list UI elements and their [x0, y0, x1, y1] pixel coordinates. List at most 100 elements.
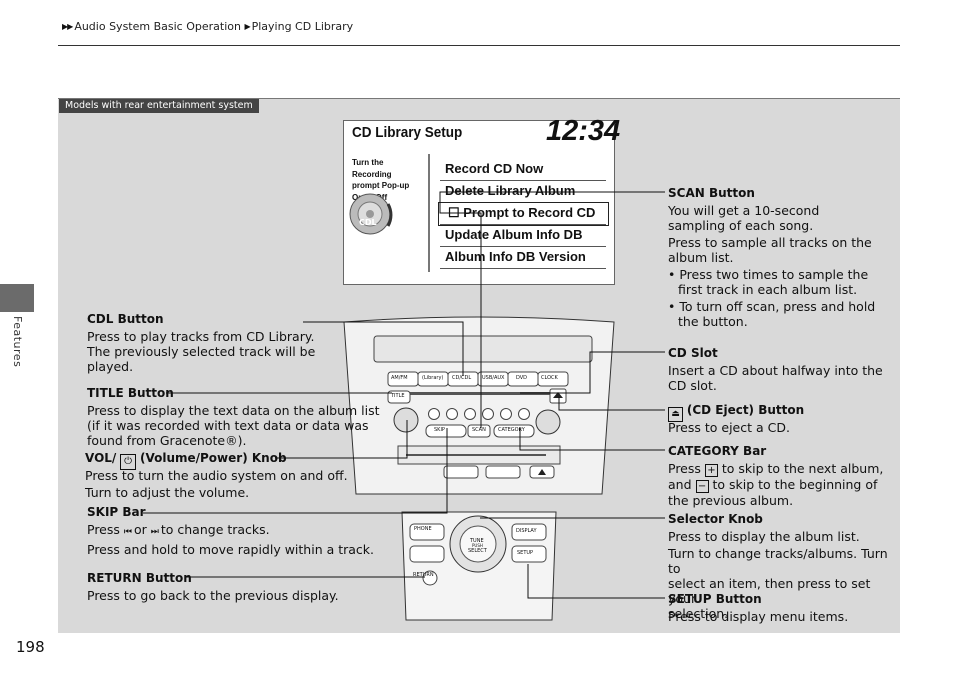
cdl-disc-icon — [349, 193, 393, 235]
chapter-label: Features — [11, 316, 24, 368]
library-label[interactable]: (Library) — [422, 375, 444, 381]
callout-title-body: Press to display the text data on the al… — [87, 403, 387, 448]
breadcrumb: ▶▶Audio System Basic Operation ▶Playing … — [62, 20, 353, 33]
menu-item-prompt[interactable]: ☐ Prompt to Record CD — [448, 205, 596, 220]
callout-text: Press + to skip to the next album, — [668, 461, 898, 477]
callout-text: Press ⏮ or ⏭ to change tracks. — [87, 522, 387, 540]
menu-selection-highlight — [438, 202, 609, 226]
menu-separator — [440, 224, 606, 225]
menu-separator — [440, 246, 606, 247]
callout-text: Press and hold to move rapidly within a … — [87, 542, 375, 557]
callout-skip-body: Press ⏮ or ⏭ to change tracks. Press and… — [87, 522, 387, 557]
bullet-line: • Press two times to sample the — [668, 267, 869, 282]
callout-text: Press to eject a CD. — [668, 420, 790, 435]
callout-text: sampling of each song. — [668, 218, 814, 233]
callout-text: Press two times to sample the — [679, 267, 869, 282]
callout-return: RETURN Button — [87, 571, 192, 586]
callout-text: album list. — [668, 250, 734, 265]
callout-text: the previous album. — [668, 493, 794, 508]
callout-setup-body: Press to display menu items. — [668, 609, 893, 624]
callout-vol-title-a: VOL/ — [85, 451, 117, 465]
clock-label[interactable]: CLOCK — [541, 375, 558, 381]
breadcrumb-item[interactable]: Playing CD Library — [251, 20, 354, 33]
callout-text-part: to change tracks. — [160, 522, 270, 537]
callout-vol: VOL/ ⏻ (Volume/Power) Knob — [85, 451, 287, 470]
callout-text: Turn to change tracks/albums. Turn to — [668, 546, 888, 576]
callout-text: Press to display menu items. — [668, 609, 849, 624]
callout-text: and − to skip to the beginning of — [668, 477, 898, 493]
menu-item-update[interactable]: Update Album Info DB — [445, 227, 583, 242]
callout-selector-title: Selector Knob — [668, 512, 763, 526]
dvd-label[interactable]: DVD — [516, 375, 528, 381]
callout-text-part: and — [668, 477, 692, 492]
breadcrumb-item[interactable]: Audio System Basic Operation — [74, 20, 241, 33]
callout-title: TITLE Button — [87, 386, 174, 401]
callout-text: Press to turn the audio system on and of… — [85, 468, 348, 483]
callout-text: select an item, then press to set your — [668, 576, 871, 606]
scan-label[interactable]: SCAN — [472, 427, 486, 433]
callout-text: the button. — [678, 314, 748, 329]
panel-tag: Models with rear entertainment system — [59, 99, 259, 113]
screen-divider — [428, 154, 430, 272]
screen-clock: 12:34 — [546, 115, 621, 147]
callout-cdl-title: CDL Button — [87, 312, 164, 326]
menu-item-delete[interactable]: Delete Library Album — [445, 183, 576, 198]
callout-slot-title: CD Slot — [668, 346, 718, 360]
display-label[interactable]: DISPLAY — [516, 528, 537, 534]
menu-item-record[interactable]: Record CD Now — [445, 161, 544, 176]
category-label[interactable]: CATEGORY — [498, 427, 525, 433]
skip-label[interactable]: SKIP — [434, 427, 445, 433]
selector-push-label: PUSH — [472, 543, 483, 548]
title-btn-label[interactable]: TITLE — [391, 393, 405, 399]
am-fm-label[interactable]: AM/FM — [391, 375, 408, 381]
selector-label[interactable]: TUNE — [470, 538, 484, 544]
setup-label[interactable]: SETUP — [517, 550, 534, 556]
menu-item-version[interactable]: Album Info DB Version — [445, 249, 586, 264]
chapter-tab — [0, 284, 34, 312]
callout-skip-title: SKIP Bar — [87, 505, 146, 519]
plus-icon: + — [704, 464, 718, 477]
callout-text-part: Press — [87, 522, 120, 537]
callout-text: Press to play tracks from CD Library. — [87, 329, 315, 344]
callout-text: CD slot. — [668, 378, 717, 393]
double-triangle-icon: ▶▶ — [62, 22, 73, 31]
callout-vol-body: Press to turn the audio system on and of… — [85, 468, 365, 500]
callout-text: Press to sample all tracks on the — [668, 235, 872, 250]
selector-select-label: SELECT — [468, 548, 487, 554]
callout-text: Press to display the album list. — [668, 529, 860, 544]
menu-separator — [440, 180, 606, 181]
callout-return-body: Press to go back to the previous display… — [87, 588, 367, 603]
screen-title: CD Library Setup — [352, 124, 463, 141]
minus-icon: − — [695, 480, 709, 493]
callout-selector: Selector Knob — [668, 512, 763, 527]
callout-cdl-body: Press to play tracks from CD Library. Th… — [87, 329, 317, 374]
return-label[interactable]: RETURN — [413, 572, 434, 578]
callout-setup: SETUP Button — [668, 592, 762, 607]
phone-label[interactable]: PHONE — [414, 526, 432, 532]
bullet-line: • To turn off scan, press and hold — [668, 299, 876, 314]
page-number: 198 — [16, 638, 45, 656]
callout-text: Press to go back to the previous display… — [87, 588, 339, 603]
callout-selector-body: Press to display the album list. Turn to… — [668, 529, 898, 621]
callout-text: To turn off scan, press and hold — [679, 299, 876, 314]
skip-forward-icon: ⏭ — [150, 527, 159, 537]
callout-setup-title: SETUP Button — [668, 592, 762, 606]
callout-slot: CD Slot — [668, 346, 718, 361]
callout-text: Press to display the text data on the al… — [87, 403, 380, 418]
callout-text: found from Gracenote®). — [87, 433, 247, 448]
callout-slot-body: Insert a CD about halfway into the CD sl… — [668, 363, 893, 393]
audio-unit-illustration — [343, 316, 615, 621]
callout-category-body: Press + to skip to the next album, and −… — [668, 461, 898, 508]
callout-eject-title: (CD Eject) Button — [686, 403, 805, 417]
callout-text: Turn to adjust the volume. — [85, 485, 250, 500]
callout-text: played. — [87, 359, 134, 374]
usb-aux-label[interactable]: USB/AUX — [482, 375, 505, 381]
menu-separator — [440, 268, 606, 269]
callout-return-title: RETURN Button — [87, 571, 192, 585]
callout-category-title: CATEGORY Bar — [668, 444, 767, 458]
cd-cdl-label[interactable]: CD/CDL — [452, 375, 472, 381]
disc-label: CDL — [359, 218, 377, 227]
callout-text: The previously selected track will be — [87, 344, 316, 359]
callout-vol-title-b: (Volume/Power) Knob — [139, 451, 287, 465]
